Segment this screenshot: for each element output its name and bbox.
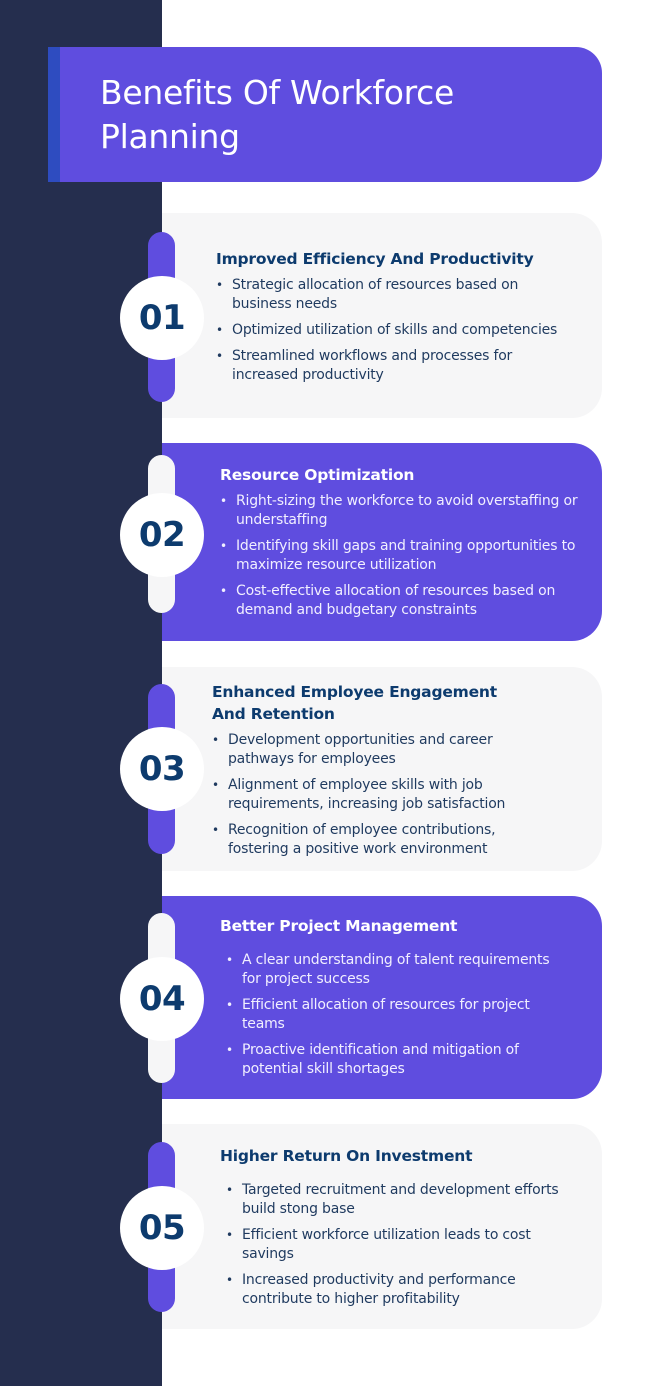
bullet-item: Targeted recruitment and development eff…: [226, 1181, 580, 1219]
bullet-item: Efficient allocation of resources for pr…: [226, 996, 570, 1034]
benefit-heading: Higher Return On Investment: [220, 1147, 473, 1165]
benefit-bullet-list: A clear understanding of talent requirem…: [220, 951, 570, 1079]
benefit-content-03: Enhanced Employee Engagement And Retenti…: [212, 681, 512, 866]
benefit-bullet-list: Strategic allocation of resources based …: [216, 276, 576, 385]
benefit-content-02: Resource Optimization Right-sizing the w…: [220, 464, 580, 627]
benefit-heading: Enhanced Employee Engagement And Retenti…: [212, 683, 497, 723]
bullet-item: Right-sizing the workforce to avoid over…: [220, 492, 580, 530]
bullet-item: Efficient workforce utilization leads to…: [226, 1226, 580, 1264]
benefit-bullet-list: Targeted recruitment and development eff…: [220, 1181, 580, 1309]
title-accent-strip: [48, 47, 60, 182]
bullet-item: Increased productivity and performance c…: [226, 1271, 580, 1309]
benefit-content-05: Higher Return On Investment Targeted rec…: [220, 1145, 580, 1316]
title-banner: Benefits Of Workforce Planning: [48, 47, 602, 182]
benefit-bullet-list: Right-sizing the workforce to avoid over…: [220, 492, 580, 620]
bullet-item: Optimized utilization of skills and comp…: [216, 321, 576, 340]
benefit-heading: Resource Optimization: [220, 466, 415, 484]
number-badge-03: 03: [120, 727, 204, 811]
number-badge-05: 05: [120, 1186, 204, 1270]
benefit-heading: Better Project Management: [220, 917, 458, 935]
left-background-band: [0, 0, 162, 1386]
bullet-item: Development opportunities and career pat…: [212, 731, 512, 769]
benefit-number: 02: [138, 515, 186, 555]
number-badge-01: 01: [120, 276, 204, 360]
benefit-content-04: Better Project Management A clear unders…: [220, 915, 570, 1086]
bullet-item: Streamlined workflows and processes for …: [216, 347, 576, 385]
bullet-item: Recognition of employee contributions, f…: [212, 821, 512, 859]
bullet-item: A clear understanding of talent requirem…: [226, 951, 570, 989]
number-badge-04: 04: [120, 957, 204, 1041]
benefit-bullet-list: Development opportunities and career pat…: [212, 731, 512, 859]
bullet-item: Proactive identification and mitigation …: [226, 1041, 570, 1079]
benefit-number: 04: [138, 979, 186, 1019]
bullet-item: Cost-effective allocation of resources b…: [220, 582, 580, 620]
number-badge-02: 02: [120, 493, 204, 577]
page-title: Benefits Of Workforce Planning: [100, 73, 455, 156]
bullet-item: Alignment of employee skills with job re…: [212, 776, 512, 814]
bullet-item: Identifying skill gaps and training oppo…: [220, 537, 580, 575]
bullet-item: Strategic allocation of resources based …: [216, 276, 576, 314]
benefit-heading: Improved Efficiency And Productivity: [216, 250, 534, 268]
benefit-number: 01: [138, 298, 186, 338]
benefit-number: 03: [138, 749, 186, 789]
benefit-content-01: Improved Efficiency And Productivity Str…: [216, 248, 576, 392]
benefit-number: 05: [138, 1208, 186, 1248]
